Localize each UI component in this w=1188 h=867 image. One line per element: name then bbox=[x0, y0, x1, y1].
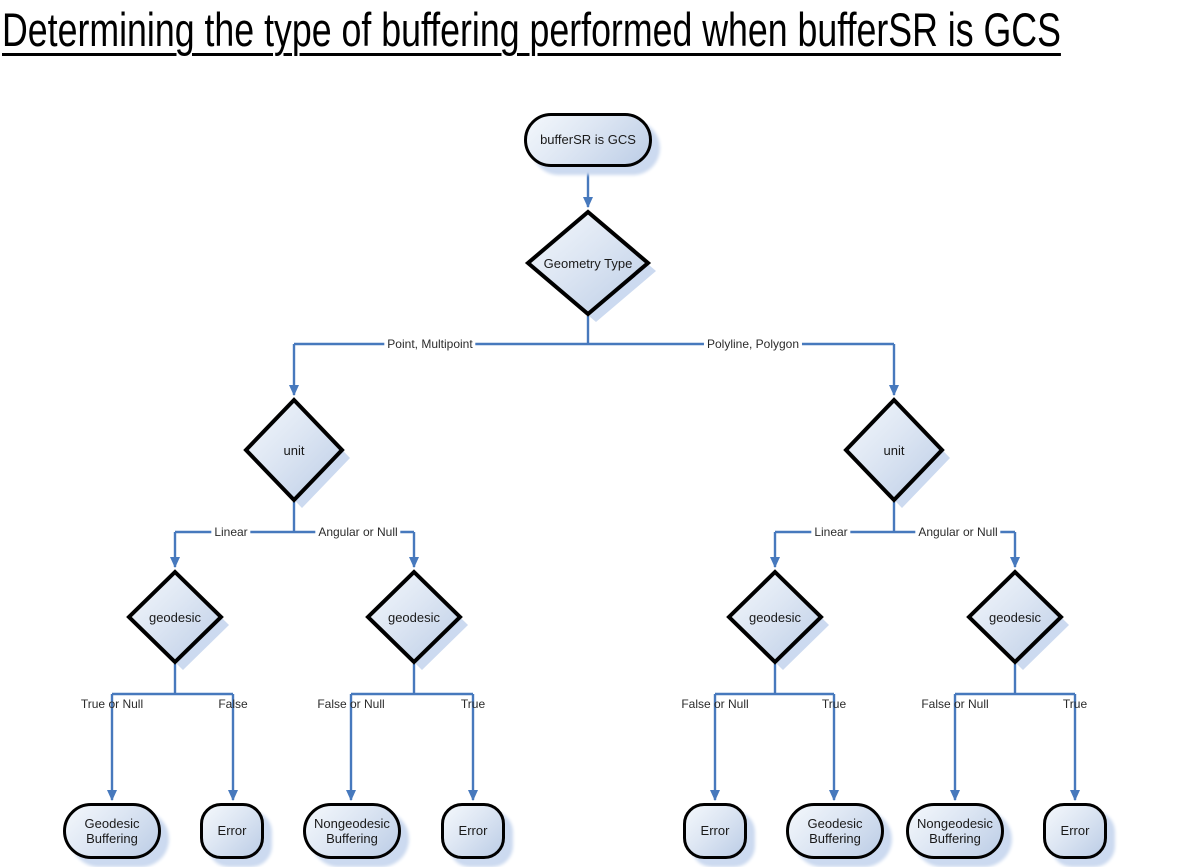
edge-label-true-3: True bbox=[1062, 697, 1088, 711]
decision-geodesic-left-angular-label: geodesic bbox=[387, 609, 441, 625]
edge-label-angular-or-null-left: Angular or Null bbox=[315, 525, 401, 539]
leaf-error-4: Error bbox=[1043, 803, 1107, 859]
diamond-shape bbox=[726, 569, 829, 670]
diamond-shape bbox=[243, 397, 350, 508]
decision-geodesic-right-linear: geodesic bbox=[726, 569, 829, 670]
diamond-shape bbox=[843, 397, 950, 508]
leaf-error-3: Error bbox=[683, 803, 747, 859]
decision-geodesic-left-linear: geodesic bbox=[126, 569, 229, 670]
leaf-geodesic-buffering-2: Geodesic Buffering bbox=[786, 803, 884, 859]
diamond-border bbox=[524, 209, 652, 317]
edges-geodesic-rl-to-leaves bbox=[710, 664, 839, 801]
start-node: bufferSR is GCS bbox=[524, 113, 652, 167]
page-title: Determining the type of buffering perfor… bbox=[2, 3, 1061, 56]
diamond-border bbox=[843, 397, 945, 503]
edge-label-angular-or-null-right: Angular or Null bbox=[915, 525, 1001, 539]
edges-geodesic-ll-to-leaves bbox=[107, 664, 238, 801]
edge-label-point-multipoint: Point, Multipoint bbox=[384, 337, 476, 351]
edges-geodesic-ra-to-leaves bbox=[950, 664, 1080, 801]
diamond-shape bbox=[966, 569, 1069, 670]
diamond-shape bbox=[365, 569, 468, 670]
decision-unit-right-label: unit bbox=[883, 442, 905, 458]
diamond-border bbox=[966, 569, 1064, 665]
edge-label-false-or-null-1: False or Null bbox=[317, 697, 385, 711]
edges-geodesic-la-to-leaves bbox=[346, 664, 478, 801]
decision-unit-left: unit bbox=[243, 397, 350, 508]
edge-label-linear-left: Linear bbox=[211, 525, 251, 539]
edge-label-true-1: True bbox=[460, 697, 486, 711]
decision-geodesic-right-angular-label: geodesic bbox=[988, 609, 1042, 625]
leaf-error-1: Error bbox=[200, 803, 264, 859]
edge-label-true-2: True bbox=[821, 697, 847, 711]
decision-geometry-type: Geometry Type bbox=[524, 209, 656, 322]
edge-label-false-1: False bbox=[218, 697, 248, 711]
leaf-geodesic-buffering-1: Geodesic Buffering bbox=[63, 803, 161, 859]
decision-geodesic-right-angular: geodesic bbox=[966, 569, 1069, 670]
leaf-nongeodesic-buffering-2: Nongeodesic Buffering bbox=[906, 803, 1004, 859]
decision-geodesic-left-angular: geodesic bbox=[365, 569, 468, 670]
edge-label-false-or-null-3: False or Null bbox=[921, 697, 989, 711]
leaf-error-2: Error bbox=[441, 803, 505, 859]
decision-unit-right: unit bbox=[843, 397, 950, 508]
edge-label-false-or-null-2: False or Null bbox=[681, 697, 749, 711]
decision-geodesic-right-linear-label: geodesic bbox=[748, 609, 802, 625]
edge-label-polyline-polygon: Polyline, Polygon bbox=[703, 337, 803, 351]
diamond-border bbox=[243, 397, 345, 503]
diamond-border bbox=[365, 569, 463, 665]
decision-unit-left-label: unit bbox=[283, 442, 305, 458]
edge-label-linear-right: Linear bbox=[811, 525, 851, 539]
decision-geometry-type-label: Geometry Type bbox=[543, 255, 633, 271]
edge-label-true-or-null-1: True or Null bbox=[80, 697, 144, 711]
diamond-shape bbox=[126, 569, 229, 670]
leaf-nongeodesic-buffering-1: Nongeodesic Buffering bbox=[303, 803, 401, 859]
diamond-border bbox=[126, 569, 224, 665]
diamond-border bbox=[726, 569, 824, 665]
decision-geodesic-left-linear-label: geodesic bbox=[148, 609, 202, 625]
diamond-shape bbox=[524, 209, 656, 322]
